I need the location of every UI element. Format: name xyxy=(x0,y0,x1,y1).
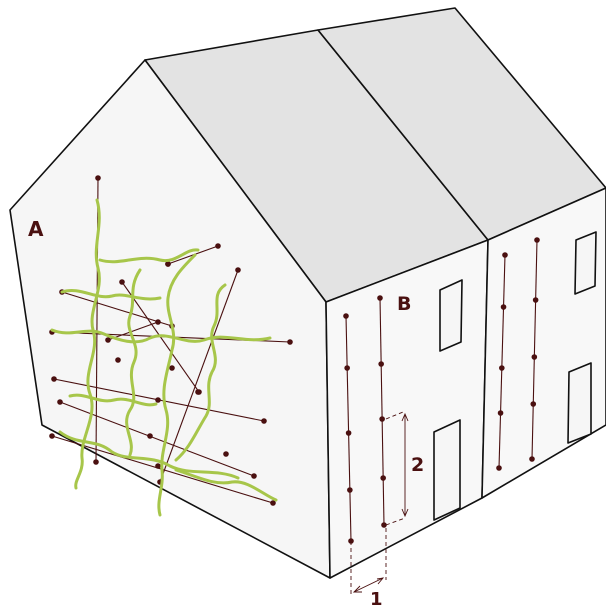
wire-anchor-a xyxy=(215,243,221,249)
cable-clamp-b xyxy=(497,410,504,416)
cable-clamp-b xyxy=(344,365,350,371)
cable-clamp-b xyxy=(377,295,383,301)
dimension-annotations xyxy=(350,411,409,597)
wire-anchor-a xyxy=(195,389,201,395)
trellis-wire-a-4 xyxy=(61,291,173,327)
climbing-vines xyxy=(50,198,278,517)
dimension-2-arrow-bottom xyxy=(401,508,409,518)
cable-clamp-b xyxy=(530,401,537,407)
openings xyxy=(433,231,597,521)
vertical-cable-b-3 xyxy=(498,254,506,469)
cable-clamp-b xyxy=(380,475,386,481)
cable-clamp-b xyxy=(496,465,502,471)
dimension-2-arrow-top xyxy=(401,412,409,422)
vine-branch-1 xyxy=(60,289,162,301)
wire-anchor-a xyxy=(57,399,63,405)
vine-stem-4 xyxy=(174,283,227,462)
cable-clamp-b xyxy=(499,365,505,371)
wire-anchor-a xyxy=(95,175,101,181)
dimension-2-label: 2 xyxy=(411,454,424,476)
facade-a-label: A xyxy=(28,217,44,241)
vine-branch-6 xyxy=(68,393,158,407)
wire-anchor-a xyxy=(223,451,229,457)
wire-anchor-a xyxy=(115,357,121,363)
vine-stem-2 xyxy=(125,268,142,457)
vine-branch-4 xyxy=(58,430,240,480)
cable-clamp-b xyxy=(345,430,352,436)
wire-anchor-a xyxy=(155,319,161,325)
dimension-1-arrow-right xyxy=(376,577,385,585)
wire-anchor-a xyxy=(261,418,267,424)
wire-anchor-a xyxy=(251,473,257,479)
vine-branch-2 xyxy=(50,328,272,344)
wire-anchor-a xyxy=(270,500,276,506)
door-left xyxy=(433,419,461,521)
facade-b-label: B xyxy=(397,293,411,315)
cable-clamp-b xyxy=(502,252,508,258)
wire-anchor-a xyxy=(119,279,125,285)
cable-clamp-b xyxy=(378,361,384,367)
wire-anchor-a xyxy=(287,339,293,345)
wire-anchor-a xyxy=(169,365,175,371)
vertical-cable-b-4 xyxy=(531,239,538,460)
cable-clamp-b xyxy=(343,313,349,319)
cable-clamp-b xyxy=(534,237,540,243)
wire-anchor-a xyxy=(93,459,99,465)
wire-anchor-a xyxy=(235,267,241,273)
dimension-1-arrow-left xyxy=(352,585,362,593)
cable-clamp-b xyxy=(347,487,353,493)
cable-clamp-b xyxy=(381,522,387,528)
dimension-2-top-tick xyxy=(385,411,404,420)
cable-clamp-b xyxy=(531,354,538,360)
dimension-1-label: 1 xyxy=(370,589,383,605)
dimension-2-bottom-tick xyxy=(385,517,406,526)
wire-anchor-a xyxy=(51,376,57,382)
roof-right-section xyxy=(317,7,606,241)
cable-clamp-b xyxy=(532,297,539,303)
wire-anchor-a xyxy=(155,397,161,403)
vertical-cable-b-1 xyxy=(345,315,352,542)
wire-anchor-a xyxy=(147,433,153,439)
vertical-cable-b-2 xyxy=(379,297,385,526)
vine-branch-3 xyxy=(98,248,200,264)
vine-stem-3 xyxy=(157,253,197,517)
dimension-1-line xyxy=(353,577,384,593)
cable-clamp-b xyxy=(529,456,535,462)
vine-stem-1 xyxy=(74,198,101,490)
side-wall-b-right xyxy=(481,187,606,499)
cable-clamp-b xyxy=(500,304,507,310)
wire-anchor-a xyxy=(105,337,111,343)
trellis-wire-a-2 xyxy=(159,269,239,483)
cable-trellis-b xyxy=(343,237,540,544)
vine-branch-5 xyxy=(174,468,278,502)
wire-anchor-a xyxy=(155,463,161,469)
window-left xyxy=(439,279,463,352)
wire-anchor-a xyxy=(165,261,171,267)
wire-anchor-a xyxy=(49,433,55,439)
cable-clamp-b xyxy=(379,416,385,422)
door-right xyxy=(567,362,592,444)
window-right xyxy=(574,231,597,295)
